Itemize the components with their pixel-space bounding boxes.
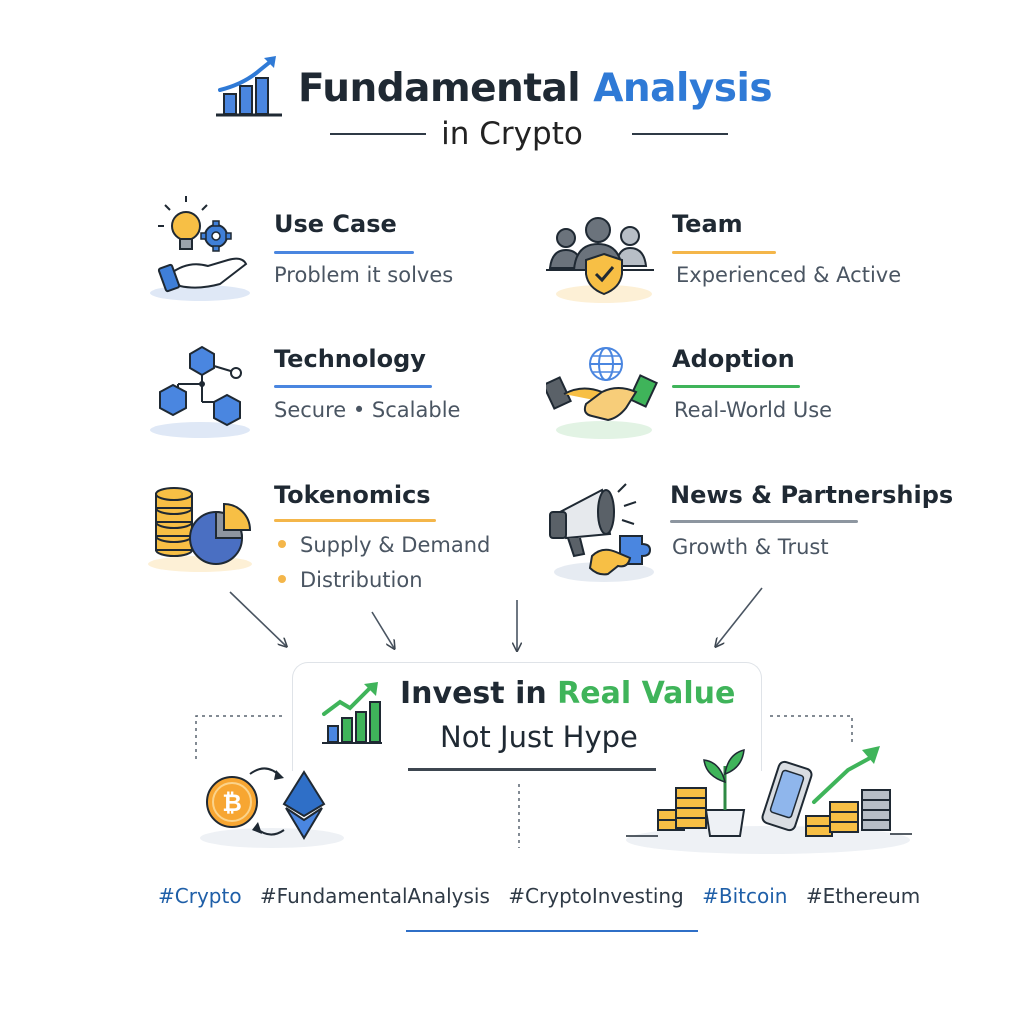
blockchain-cubes-icon: [150, 345, 250, 438]
invest-headline-part-1: Invest in: [400, 676, 558, 711]
hashtag-ethereum[interactable]: #Ethereum: [805, 884, 921, 908]
invest-headline: Invest in Real Value: [400, 676, 735, 711]
team-underline: [672, 251, 776, 254]
adoption-title: Adoption: [672, 345, 795, 373]
svg-text:₿: ₿: [222, 789, 242, 817]
page-title: Fundamental Analysis: [298, 66, 773, 111]
invest-callout-box: [292, 662, 762, 771]
technology-underline: [274, 385, 432, 388]
news-title: News & Partnerships: [670, 481, 954, 509]
team-title: Team: [672, 210, 743, 238]
technology-title: Technology: [274, 345, 426, 373]
news-underline: [670, 520, 858, 523]
invest-headline-part-2: Real Value: [557, 676, 736, 711]
globe-handshake-icon: [546, 347, 658, 439]
hashtag-crypto[interactable]: #Crypto: [158, 884, 242, 908]
coins-pie-chart-icon: [148, 487, 252, 572]
tokenomics-title: Tokenomics: [274, 481, 431, 509]
technology-subtitle: Secure • Scalable: [274, 398, 461, 422]
tokenomics-bullet-2: Distribution: [300, 568, 423, 592]
bitcoin-ethereum-swap-icon: ₿: [200, 767, 344, 848]
megaphone-puzzle-icon: [549, 483, 654, 582]
hashtag-fundamental-analysis[interactable]: #FundamentalAnalysis: [259, 884, 490, 908]
adoption-subtitle: Real-World Use: [674, 398, 833, 422]
use-case-title: Use Case: [274, 210, 397, 238]
bullet-dot: [278, 540, 286, 548]
subtitle-left-rule: [330, 133, 426, 135]
tokenomics-bullet: Distribution: [278, 568, 423, 592]
bar-chart-growth-icon: [216, 56, 282, 117]
title-part-2: Analysis: [593, 66, 773, 111]
hashtag-underline: [406, 930, 698, 932]
page-subtitle: in Crypto: [441, 116, 583, 152]
use-case-subtitle: Problem it solves: [274, 263, 454, 287]
tokenomics-underline: [274, 519, 436, 522]
hashtag-bitcoin[interactable]: #Bitcoin: [702, 884, 788, 908]
use-case-underline: [274, 251, 414, 254]
team-shield-icon: [546, 217, 654, 303]
adoption-underline: [672, 385, 800, 388]
subtitle-right-rule: [632, 133, 728, 135]
lightbulb-gear-hand-icon: [150, 196, 250, 301]
team-subtitle: Experienced & Active: [676, 263, 902, 287]
hashtag-row: #Crypto #FundamentalAnalysis #CryptoInve…: [158, 884, 932, 908]
header: Fundamental Analysis: [0, 56, 1024, 126]
invest-subline: Not Just Hype: [440, 720, 638, 754]
tokenomics-bullet: Supply & Demand: [278, 533, 490, 557]
coins-plant-phone-growth-icon: [626, 746, 912, 854]
news-subtitle: Growth & Trust: [672, 535, 829, 559]
bullet-dot: [278, 575, 286, 583]
title-part-1: Fundamental: [298, 66, 594, 111]
tokenomics-bullet-1: Supply & Demand: [300, 533, 491, 557]
hashtag-crypto-investing[interactable]: #CryptoInvesting: [508, 884, 684, 908]
growth-bars-arrow-icon: [322, 682, 382, 744]
invest-underline: [408, 768, 656, 771]
